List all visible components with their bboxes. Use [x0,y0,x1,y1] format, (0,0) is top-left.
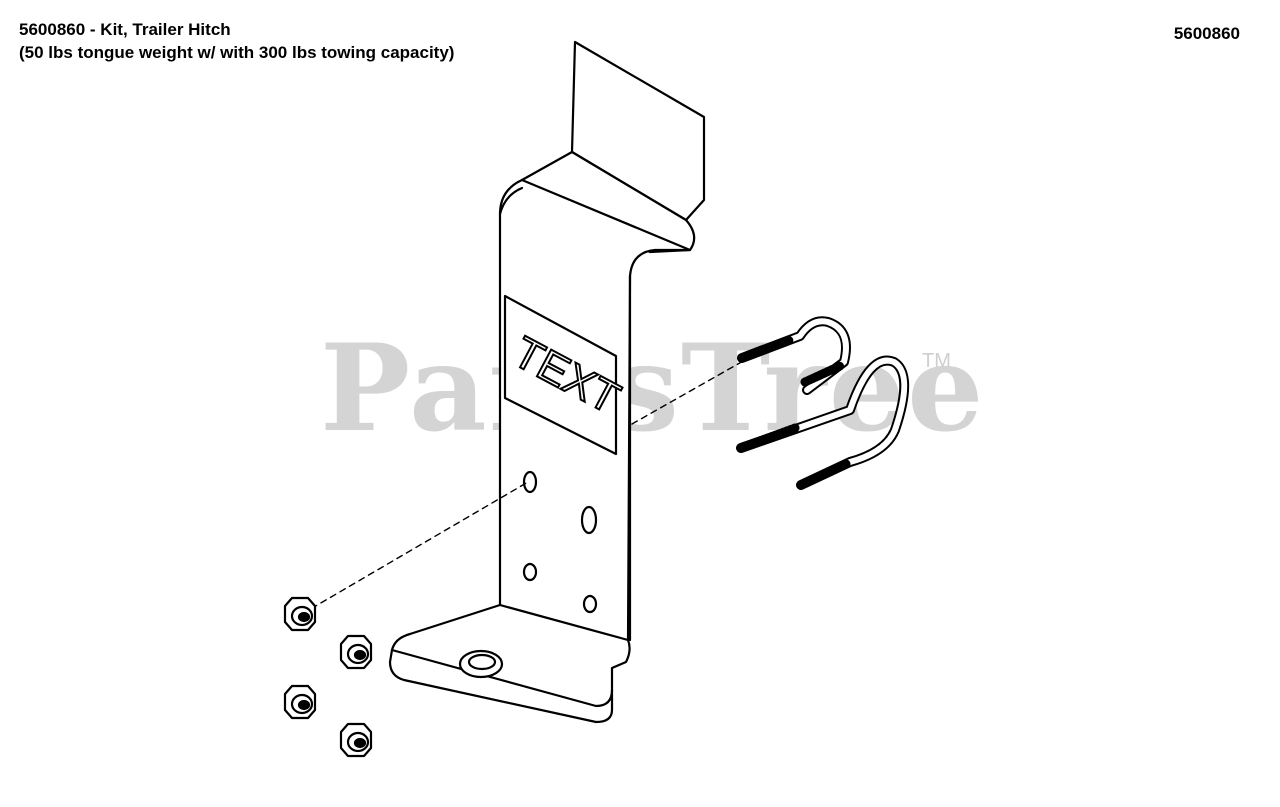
title-block: 5600860 - Kit, Trailer Hitch (50 lbs ton… [19,18,454,64]
u-bolt-leader-line [631,359,746,425]
diagram-subtitle: (50 lbs tongue weight w/ with 300 lbs to… [19,43,455,62]
flange-nut-1 [283,596,317,632]
u-bolt-rear [737,316,851,395]
flange-nut-4 [339,722,373,758]
flange-nut-3 [283,684,317,720]
partstree-watermark: PartsTree [320,318,986,459]
trademark-symbol: TM [922,350,951,372]
hitch-bracket [388,40,706,724]
diagram-title: 5600860 - Kit, Trailer Hitch [19,20,231,39]
flange-nut-2 [339,634,373,670]
nut-leader-line [301,481,529,615]
u-bolt-front [736,355,910,490]
part-number: 5600860 [1173,24,1240,43]
